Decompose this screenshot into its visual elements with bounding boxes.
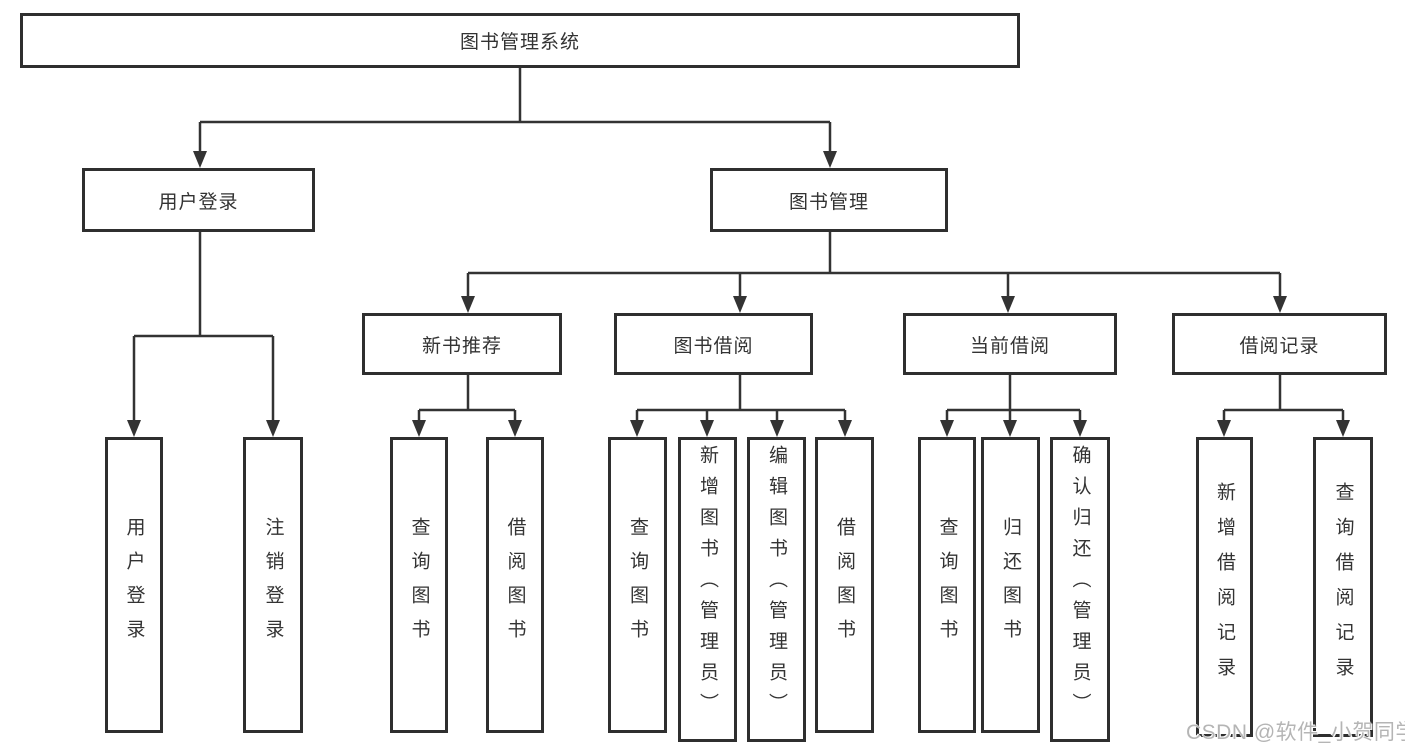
node-current-borrowing-label: 当前借阅 — [969, 335, 1050, 357]
node-new-book-recommend-label: 新书推荐 — [421, 335, 502, 357]
leaf-query-borrow-record: 查询借阅记录 — [1313, 437, 1373, 737]
node-book-borrowing-label: 图书借阅 — [673, 335, 754, 357]
node-user-login: 用户登录 — [82, 168, 315, 232]
leaf-query-books-borrowing: 查询图书 — [608, 437, 667, 733]
leaf-logout-label: 注销登录 — [262, 517, 284, 653]
leaf-edit-book-admin-label: 编辑图书（管理员） — [766, 445, 787, 724]
node-borrow-records-label: 借阅记录 — [1239, 335, 1320, 357]
leaf-edit-book-admin: 编辑图书（管理员） — [747, 437, 806, 742]
leaf-borrow-books-borrowing-label: 借阅图书 — [834, 517, 855, 653]
leaf-query-books-current: 查询图书 — [918, 437, 976, 733]
leaf-add-book-admin: 新增图书（管理员） — [678, 437, 737, 742]
leaf-query-books-recommend-label: 查询图书 — [408, 517, 430, 653]
leaf-borrow-books-borrowing: 借阅图书 — [815, 437, 874, 733]
leaf-logout: 注销登录 — [243, 437, 303, 733]
watermark: CSDN @软件_小贺同学 — [1186, 721, 1405, 744]
leaf-confirm-return-admin: 确认归还（管理员） — [1050, 437, 1110, 742]
leaf-borrow-books-recommend: 借阅图书 — [486, 437, 544, 733]
leaf-user-login-label: 用户登录 — [123, 517, 145, 653]
leaf-confirm-return-admin-label: 确认归还（管理员） — [1069, 445, 1091, 724]
leaf-query-books-current-label: 查询图书 — [936, 517, 958, 653]
node-book-management-label: 图书管理 — [788, 191, 869, 213]
leaf-borrow-books-recommend-label: 借阅图书 — [504, 517, 526, 653]
leaf-return-books: 归还图书 — [981, 437, 1040, 733]
leaf-return-books-label: 归还图书 — [1000, 517, 1021, 653]
node-new-book-recommend: 新书推荐 — [362, 313, 562, 375]
node-user-login-label: 用户登录 — [158, 191, 239, 213]
node-book-management: 图书管理 — [710, 168, 948, 232]
node-current-borrowing: 当前借阅 — [903, 313, 1117, 375]
node-root-label: 图书管理系统 — [459, 32, 580, 53]
leaf-user-login: 用户登录 — [105, 437, 163, 733]
leaf-add-book-admin-label: 新增图书（管理员） — [697, 445, 718, 724]
leaf-add-borrow-record-label: 新增借阅记录 — [1214, 482, 1235, 692]
node-borrow-records: 借阅记录 — [1172, 313, 1387, 375]
leaf-query-books-recommend: 查询图书 — [390, 437, 448, 733]
node-root: 图书管理系统 — [20, 13, 1020, 68]
node-book-borrowing: 图书借阅 — [614, 313, 813, 375]
leaf-query-borrow-record-label: 查询借阅记录 — [1332, 482, 1354, 692]
leaf-add-borrow-record: 新增借阅记录 — [1196, 437, 1253, 737]
leaf-query-books-borrowing-label: 查询图书 — [627, 517, 648, 653]
